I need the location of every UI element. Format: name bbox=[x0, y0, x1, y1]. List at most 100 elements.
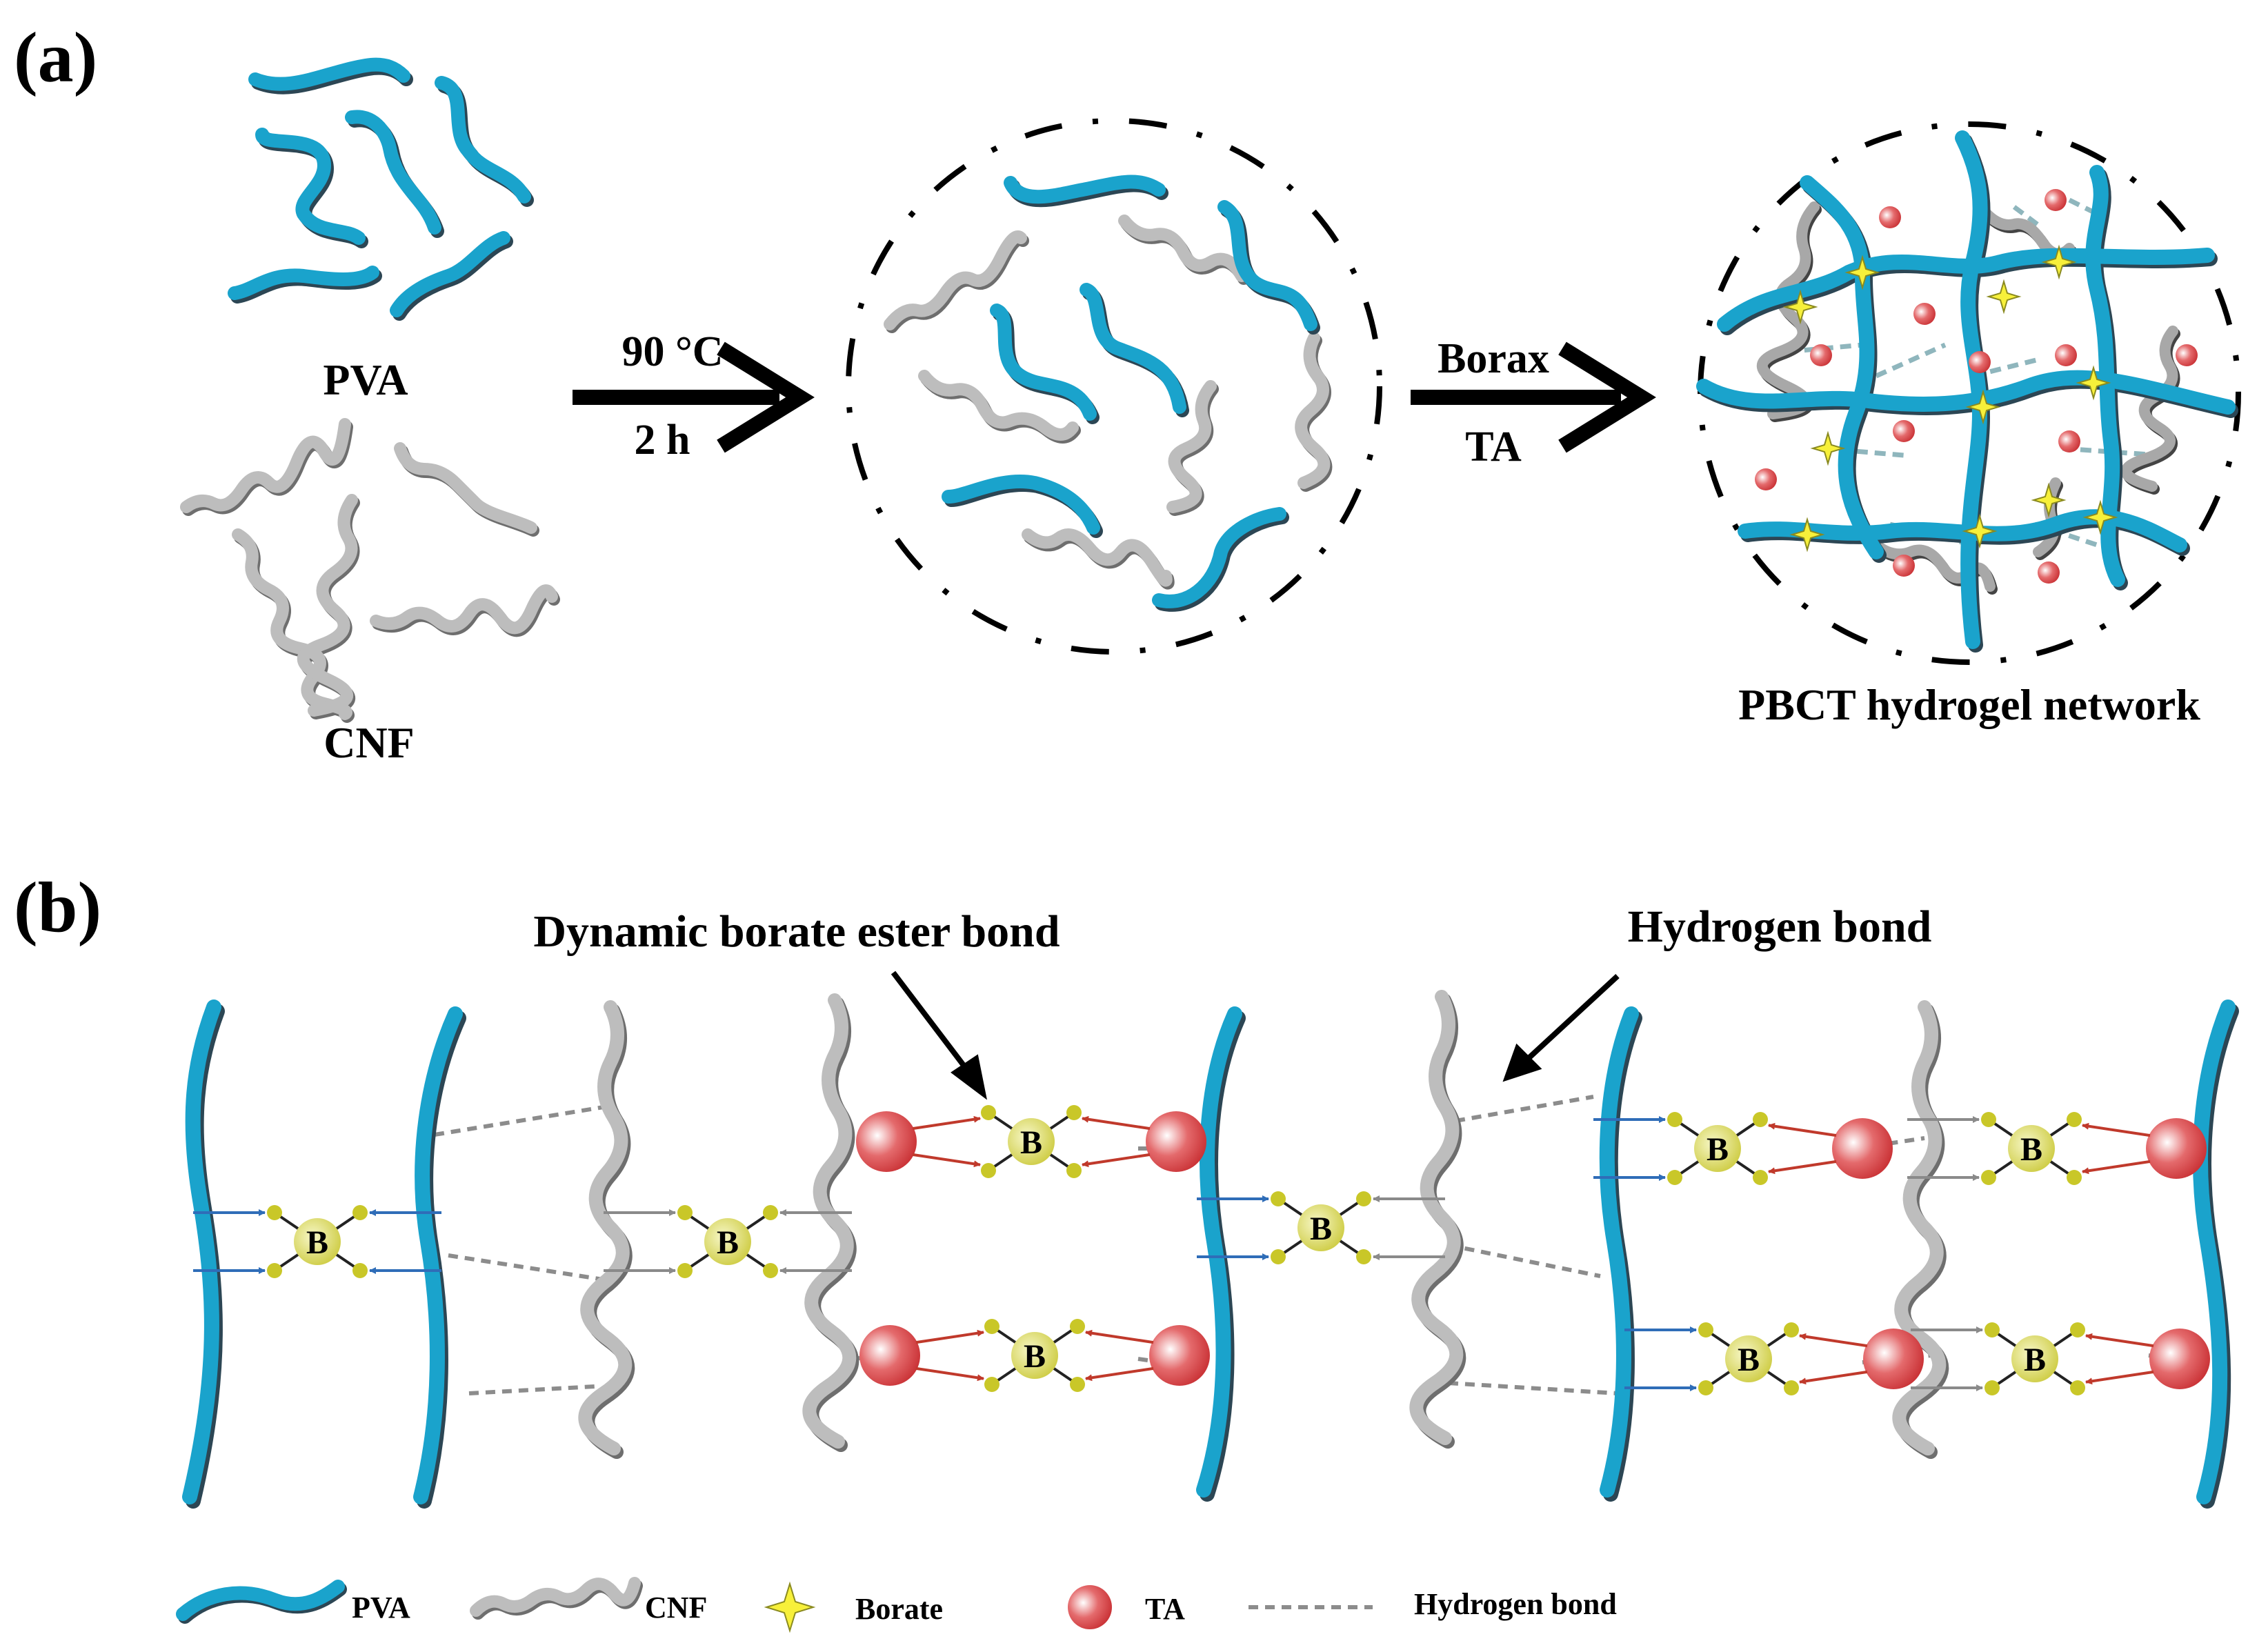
ta-particle bbox=[1879, 206, 1901, 228]
hydroxyl-dot bbox=[352, 1263, 368, 1278]
boron-atom bbox=[1011, 1332, 1058, 1379]
legend-cnf-label: CNF bbox=[645, 1591, 707, 1624]
boron-atom bbox=[1008, 1118, 1055, 1165]
ta-binding-arrow bbox=[2085, 1333, 2154, 1348]
hydroxyl-dot bbox=[1784, 1322, 1799, 1337]
ta-molecule bbox=[1832, 1118, 1893, 1179]
annotation-arrows bbox=[891, 971, 1620, 1100]
hydroxyl-dot bbox=[1066, 1105, 1082, 1120]
network-label: PBCT hydrogel network bbox=[1738, 680, 2200, 729]
ta-binding-arrow bbox=[1082, 1153, 1151, 1168]
ta-binding-arrow bbox=[2082, 1122, 2151, 1137]
hydroxyl-dot bbox=[1356, 1191, 1371, 1206]
boron-symbol: B bbox=[717, 1224, 739, 1261]
cnf-chain-group bbox=[180, 418, 560, 723]
hydroxyl-dot bbox=[1070, 1319, 1085, 1334]
hydroxyl-dot bbox=[763, 1263, 778, 1278]
ta-particle bbox=[1913, 303, 1936, 325]
step2-ta: TA bbox=[1465, 424, 1522, 470]
hydroxyl-dot bbox=[1070, 1377, 1085, 1392]
boron-symbol: B bbox=[2024, 1342, 2046, 1378]
boron-symbol: B bbox=[2020, 1131, 2042, 1168]
legend-ta-icon bbox=[1068, 1585, 1112, 1629]
borate-pointer-head bbox=[951, 1054, 987, 1100]
ta-molecule bbox=[1149, 1325, 1210, 1386]
hydroxyl-dot bbox=[2070, 1380, 2085, 1395]
ta-particle bbox=[1893, 420, 1915, 442]
network-borate-stars bbox=[1782, 244, 2118, 553]
panel-a: (a) PVA bbox=[14, 18, 2241, 767]
hydroxyl-dot bbox=[1984, 1322, 2000, 1337]
network-ta-particles bbox=[1755, 189, 2198, 584]
ta-binding-arrow bbox=[1082, 1115, 1151, 1131]
boron-atom bbox=[2011, 1335, 2058, 1382]
hydroxyl-dot bbox=[1753, 1170, 1768, 1185]
ta-particle bbox=[1755, 468, 1777, 490]
ta-binding-arrow bbox=[915, 1366, 984, 1382]
ta-particle bbox=[1893, 555, 1915, 577]
ta-particle bbox=[2176, 344, 2198, 366]
borate-star bbox=[1844, 255, 1880, 290]
borate-star bbox=[1782, 289, 1818, 325]
ta-molecule bbox=[856, 1111, 917, 1172]
legend-pva bbox=[176, 1580, 347, 1624]
boron-atom bbox=[2008, 1125, 2055, 1172]
legend-borate-label: Borate bbox=[855, 1592, 943, 1626]
pva-chains bbox=[182, 999, 2236, 1504]
boron-atom bbox=[704, 1218, 751, 1265]
ta-particle bbox=[1810, 344, 1832, 366]
hydroxyl-dot bbox=[1784, 1380, 1799, 1395]
cnf-chains bbox=[578, 990, 1947, 1455]
borate-star bbox=[1986, 279, 2022, 315]
panel-b-chains bbox=[182, 990, 2239, 1509]
boron-symbol: B bbox=[1707, 1131, 1729, 1168]
boron-atom bbox=[1725, 1335, 1772, 1382]
pva-label: PVA bbox=[323, 355, 408, 404]
ta-particle bbox=[2058, 430, 2080, 452]
boron-atom bbox=[1297, 1204, 1344, 1251]
ta-molecule bbox=[1863, 1329, 1924, 1389]
step1-temperature: 90 °C bbox=[621, 328, 723, 375]
boron-symbol: B bbox=[306, 1224, 328, 1261]
legend-ta-label: TA bbox=[1145, 1592, 1185, 1626]
ta-binding-arrow bbox=[1799, 1370, 1868, 1385]
step2-arrow bbox=[1411, 341, 1656, 453]
hydroxyl-dot bbox=[984, 1319, 999, 1334]
hbond-pointer-head bbox=[1502, 1043, 1542, 1082]
legend-cnf bbox=[470, 1577, 643, 1620]
hydroxyl-dot bbox=[1981, 1170, 1996, 1185]
hydroxyl-dot bbox=[1066, 1163, 1082, 1178]
hydroxyl-dot bbox=[1981, 1112, 1996, 1127]
pbct-network bbox=[1696, 121, 2241, 665]
legend-pva-label: PVA bbox=[352, 1591, 410, 1624]
hydroxyl-dot bbox=[1271, 1191, 1286, 1206]
ta-particle bbox=[2055, 344, 2077, 366]
ta-particle bbox=[2045, 189, 2067, 211]
boron-atom bbox=[294, 1218, 341, 1265]
boron-symbol: B bbox=[1738, 1342, 1760, 1378]
ta-binding-arrow bbox=[915, 1329, 984, 1344]
hydroxyl-dot bbox=[267, 1205, 282, 1220]
borate-star bbox=[2031, 482, 2067, 518]
step1-arrow bbox=[573, 341, 815, 453]
hydroxyl-dot bbox=[763, 1205, 778, 1220]
hydroxyl-dot bbox=[677, 1205, 693, 1220]
step1-time: 2 h bbox=[635, 417, 690, 464]
boron-symbol: B bbox=[1020, 1124, 1042, 1161]
hydroxyl-dot bbox=[2067, 1112, 2082, 1127]
ta-binding-arrow bbox=[2082, 1160, 2151, 1175]
hydroxyl-dot bbox=[2067, 1170, 2082, 1185]
hydroxyl-dot bbox=[267, 1263, 282, 1278]
borate-star bbox=[1965, 389, 2001, 425]
ta-binding-arrow bbox=[1085, 1366, 1154, 1382]
ta-molecule bbox=[2146, 1118, 2207, 1179]
borate-star bbox=[1962, 513, 1998, 549]
borate-ester-annotation: Dynamic borate ester bond bbox=[533, 906, 1060, 957]
borate-star bbox=[1810, 430, 1846, 466]
legend: PVA CNF Borate TA Hydrogen bond bbox=[176, 1577, 1617, 1633]
ta-molecule bbox=[1146, 1111, 1206, 1172]
hydroxyl-dot bbox=[1698, 1380, 1713, 1395]
legend-hbond-label: Hydrogen bond bbox=[1414, 1587, 1617, 1621]
